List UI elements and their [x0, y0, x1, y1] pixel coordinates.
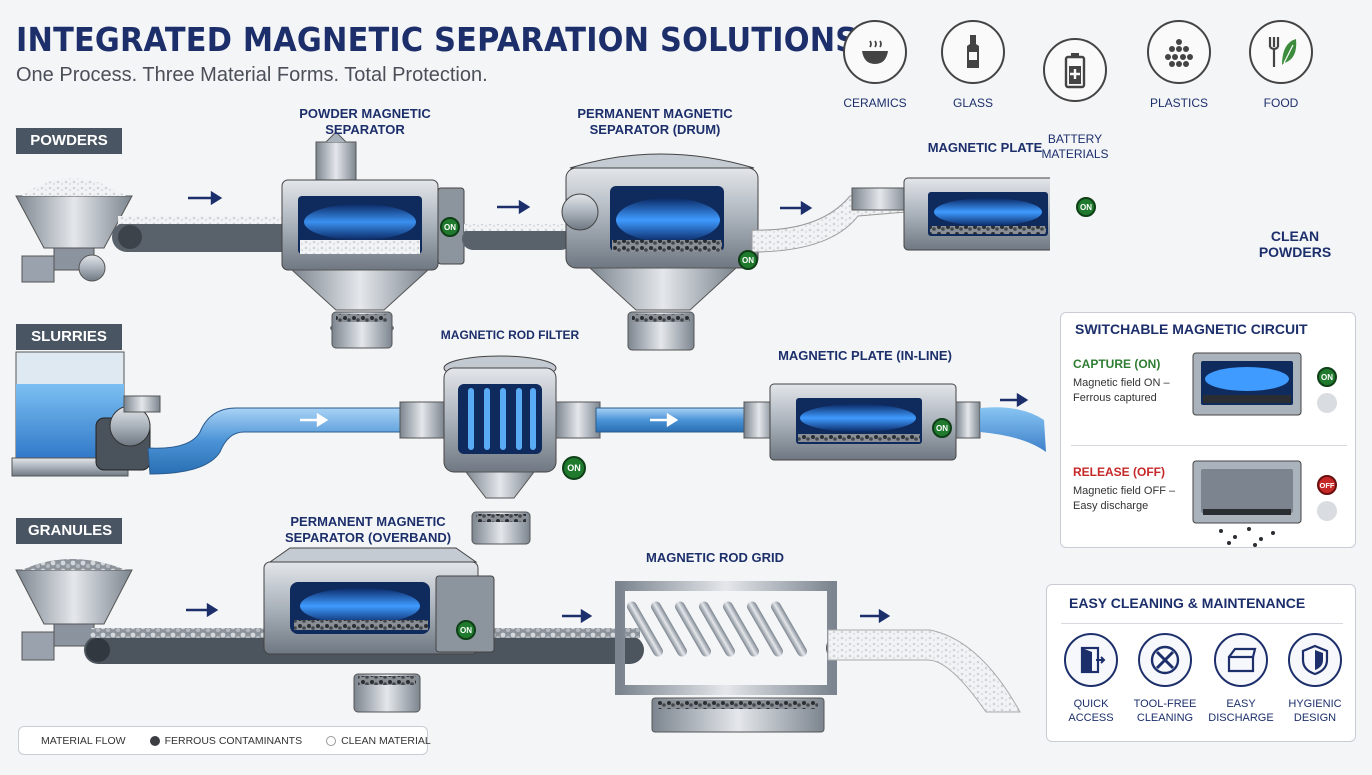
switchable-circuit-panel: SWITCHABLE MAGNETIC CIRCUIT CAPTURE (ON)…	[1060, 312, 1356, 548]
on-indicator-inactive	[1317, 501, 1337, 521]
machine-label-rod-filter: MAGNETIC ROD FILTER	[440, 328, 580, 342]
off-switch[interactable]: OFF	[1317, 475, 1337, 495]
bottle-icon	[941, 20, 1005, 84]
off-indicator-inactive	[1317, 393, 1337, 413]
door-icon	[1064, 633, 1118, 687]
industry-label: BATTERY MATERIALS	[1041, 132, 1109, 161]
panel-title: EASY CLEANING & MAINTENANCE	[1069, 595, 1306, 611]
on-switch[interactable]: ON	[562, 456, 586, 480]
industry-food: FOOD	[1236, 20, 1326, 111]
maint-label: HYGIENIC DESIGN	[1288, 698, 1342, 724]
output-label-clean-powders: CLEAN POWDERS	[1258, 228, 1332, 260]
panel-title: SWITCHABLE MAGNETIC CIRCUIT	[1075, 321, 1308, 337]
on-switch[interactable]: ON	[1076, 197, 1096, 217]
maintenance-panel: EASY CLEANING & MAINTENANCE QUICK ACCESS…	[1046, 584, 1356, 742]
on-switch[interactable]: ON	[1317, 367, 1337, 387]
page-subtitle: One Process. Three Material Forms. Total…	[16, 64, 488, 86]
industry-label: GLASS	[952, 96, 994, 110]
maint-item-easy-discharge: EASY DISCHARGE	[1205, 633, 1277, 725]
release-description: Magnetic field OFF – Easy discharge	[1073, 485, 1176, 512]
maint-item-quick-access: QUICK ACCESS	[1055, 633, 1127, 725]
machine-label-powder-separator: POWDER MAGNETIC SEPARATOR	[299, 106, 431, 137]
machine-label-overband: PERMANENT MAGNETIC SEPARATOR (OVERBAND)	[284, 514, 452, 545]
capture-diagram	[1192, 352, 1302, 416]
industry-label: FOOD	[1263, 96, 1299, 110]
pellets-icon	[1147, 20, 1211, 84]
maint-item-hygienic: HYGIENIC DESIGN	[1279, 633, 1351, 725]
maint-label: EASY DISCHARGE	[1208, 698, 1274, 724]
industry-glass: GLASS	[928, 20, 1018, 111]
maint-item-tool-free: TOOL-FREE CLEANING	[1129, 633, 1201, 725]
page-title: INTEGRATED MAGNETIC SEPARATION SOLUTIONS	[16, 20, 858, 59]
legend-clean-label: CLEAN MATERIAL	[341, 734, 431, 747]
machine-label-drum-separator: PERMANENT MAGNETIC SEPARATOR (DRUM)	[577, 106, 733, 137]
on-switch[interactable]: ON	[932, 418, 952, 438]
release-title: RELEASE (OFF)	[1073, 465, 1165, 479]
machine-label-inline-plate: MAGNETIC PLATE (IN-LINE)	[778, 348, 952, 363]
ferrous-dot-icon	[149, 735, 160, 746]
industry-ceramics: CERAMICS	[830, 20, 920, 111]
release-diagram	[1192, 460, 1302, 547]
maint-label: QUICK ACCESS	[1068, 698, 1114, 724]
on-switch[interactable]: ON	[440, 217, 460, 237]
on-switch[interactable]: ON	[738, 250, 758, 270]
bin-icon	[1214, 633, 1268, 687]
clean-dot-icon	[326, 735, 337, 746]
bowl-icon	[843, 20, 907, 84]
machine-label-rod-grid: MAGNETIC ROD GRID	[646, 550, 784, 565]
capture-description: Magnetic field ON – Ferrous captured	[1073, 377, 1170, 404]
industry-label: PLASTICS	[1149, 96, 1209, 110]
battery-icon	[1043, 38, 1107, 102]
on-switch[interactable]: ON	[456, 620, 476, 640]
row-tag-slurries: SLURRIES	[16, 324, 122, 350]
legend-ferrous-label: FERROUS CONTAMINANTS	[164, 734, 303, 747]
legend-flow-label: MATERIAL FLOW	[41, 734, 126, 747]
process-diagram	[11, 131, 1050, 733]
industry-label: CERAMICS	[843, 96, 907, 110]
industry-plastics: PLASTICS	[1134, 20, 1224, 111]
divider	[1061, 623, 1343, 624]
shield-check-icon	[1288, 633, 1342, 687]
row-tag-powders: POWDERS	[16, 128, 122, 154]
legend: MATERIAL FLOW FERROUS CONTAMINANTS CLEAN…	[18, 726, 431, 755]
divider	[1071, 445, 1347, 446]
maint-label: TOOL-FREE CLEANING	[1133, 698, 1197, 724]
no-tools-icon	[1138, 633, 1192, 687]
machine-label-magnetic-plate: MAGNETIC PLATE	[927, 140, 1043, 155]
industry-battery: BATTERY MATERIALS	[1030, 20, 1120, 180]
row-tag-granules: GRANULES	[16, 518, 122, 544]
capture-title: CAPTURE (ON)	[1073, 357, 1161, 371]
fork-leaf-icon	[1249, 20, 1313, 84]
